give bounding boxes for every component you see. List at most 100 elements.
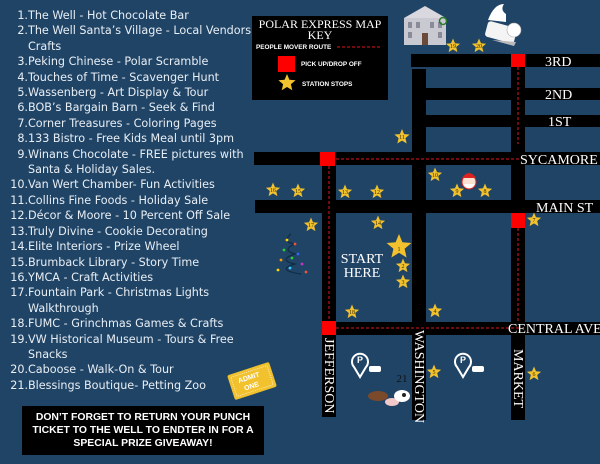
svg-text:P: P: [460, 355, 466, 365]
station-star-19[interactable]: 19: [445, 38, 461, 53]
station-star-number: 9: [456, 189, 459, 195]
star-icon: [477, 183, 493, 198]
station-list-item: 3.Peking Chinese - Polar Scramble: [0, 54, 262, 69]
station-description: Truly Divine - Cookie Decorating: [28, 224, 208, 238]
station-star-number: 2: [402, 264, 405, 270]
station-star-number: 10: [432, 173, 438, 179]
station-description: Elite Interiors - Prize Wheel: [28, 240, 180, 254]
station-number: 7.: [17, 116, 28, 130]
station-star-15[interactable]: 15: [290, 183, 306, 198]
star-icon: [426, 364, 442, 379]
star-icon: [337, 184, 353, 199]
station-star-16[interactable]: 16: [265, 182, 281, 197]
station-21-label: 21: [397, 373, 408, 385]
star-icon: [445, 38, 461, 53]
pickup-market-3rd[interactable]: [511, 54, 525, 67]
label-main: MAIN ST: [536, 201, 594, 216]
station-list-item: 19.VW Historical Museum - Tours & Free S…: [0, 332, 262, 363]
station-number: 4.: [17, 70, 28, 84]
station-list-item: 6.BOB’s Bargain Barn - Seek & Find: [0, 100, 262, 115]
station-star-number: 19: [450, 44, 456, 50]
pickup-legend-icon: [278, 56, 295, 72]
station-star-11[interactable]: 11: [394, 129, 410, 144]
station-star-number: 7: [533, 218, 536, 224]
station-star-10[interactable]: 10: [427, 167, 443, 182]
station-number: 13.: [10, 224, 28, 238]
station-list-item: 5.Wassenberg - Art Display & Tour: [0, 85, 262, 100]
key-route-label: PEOPLE MOVER ROUTE: [256, 44, 332, 51]
station-star-number: 16: [270, 188, 276, 194]
ticket-line2: ONE: [244, 381, 261, 392]
star-icon: [369, 184, 385, 199]
station-list-item: 1.The Well - Hot Chocolate Bar: [0, 8, 262, 23]
petting-zoo-animals-icon: [368, 390, 410, 406]
station-star-number: 17: [308, 223, 314, 229]
station-star-number: 8: [484, 189, 487, 195]
star-icon: [290, 183, 306, 198]
station-star-2[interactable]: 2: [395, 258, 411, 273]
station-description: Collins Fine Foods - Holiday Sale: [28, 193, 209, 207]
station-number: 16.: [10, 270, 28, 284]
station-star-4[interactable]: 4: [427, 303, 443, 318]
station-star-9[interactable]: 9: [449, 183, 465, 198]
station-star-18[interactable]: 18: [344, 304, 360, 319]
station-list-item: 16.YMCA - Craft Activities: [0, 270, 262, 285]
map-key: POLAR EXPRESS MAP KEY PEOPLE MOVER ROUTE…: [252, 16, 388, 100]
station-description: Décor & Moore - 10 Percent Off Sale: [28, 209, 231, 223]
station-number: 14.: [10, 240, 28, 254]
station-star-number: 15: [295, 189, 301, 195]
station-star-1[interactable]: 1: [386, 234, 412, 258]
star-icon: [265, 182, 281, 197]
station-number: 15.: [10, 255, 28, 269]
star-legend-icon: [278, 74, 296, 91]
station-list-item: 9.Winans Chocolate - FREE pictures with …: [0, 147, 262, 178]
star-icon: [449, 183, 465, 198]
key-pickup-label: PICK UP/DROP OFF: [301, 61, 362, 68]
parking-icon-2: P: [454, 352, 484, 379]
station-number: 21.: [10, 378, 28, 392]
station-star-number: 1: [398, 247, 401, 253]
pickup-jefferson-central[interactable]: [322, 321, 336, 335]
station-star-17[interactable]: 17: [303, 217, 319, 232]
parking-icon-1: P: [351, 352, 381, 379]
station-list-item: 2.The Well Santa’s Village - Local Vendo…: [0, 23, 262, 54]
label-3rd: 3RD: [545, 55, 571, 70]
station-description: Winans Chocolate - FREE pictures with Sa…: [28, 147, 244, 177]
station-star-20[interactable]: 20: [471, 38, 487, 53]
station-description: Brumback Library - Story Time: [28, 255, 200, 269]
station-description: Touches of Time - Scavenger Hunt: [28, 70, 220, 84]
star-icon: [395, 274, 411, 289]
station-description: The Well - Hot Chocolate Bar: [28, 9, 189, 22]
street-washington: [412, 69, 426, 420]
pickup-jefferson-sycamore[interactable]: [320, 152, 335, 166]
station-description: Van Wert Chamber- Fun Activities: [28, 178, 215, 192]
star-icon: [303, 217, 319, 232]
station-star-3[interactable]: 3: [395, 274, 411, 289]
station-list-item: 20.Caboose - Walk-On & Tour: [0, 362, 262, 377]
station-list-item: 4.Touches of Time - Scavenger Hunt: [0, 70, 262, 85]
christmas-tree-icon: [276, 233, 308, 275]
station-list-item: 8.133 Bistro - Free Kids Meal until 3pm: [0, 131, 262, 146]
station-number: 3.: [17, 55, 28, 69]
star-icon: [386, 234, 412, 258]
station-star-number: 4: [434, 309, 437, 315]
pickup-market-main[interactable]: [511, 213, 525, 228]
station-description: BOB’s Bargain Barn - Seek & Find: [28, 101, 215, 115]
station-number: 18.: [10, 317, 28, 331]
station-number: 8.: [17, 132, 28, 146]
station-star-12[interactable]: 12: [369, 184, 385, 199]
station-star-7[interactable]: 7: [526, 212, 542, 227]
station-description: The Well Santa’s Village - Local Vendors…: [28, 24, 255, 53]
svg-text:P: P: [357, 355, 363, 365]
station-number: 12.: [10, 209, 28, 223]
station-star-6[interactable]: 6: [526, 366, 542, 381]
station-star-5[interactable]: 5: [426, 364, 442, 379]
station-star-14[interactable]: 14: [370, 215, 386, 230]
station-star-13[interactable]: 13: [337, 184, 353, 199]
start-here-line2: HERE: [344, 266, 381, 281]
station-number: 20.: [10, 363, 28, 377]
station-number: 19.: [10, 332, 28, 346]
station-star-8[interactable]: 8: [477, 183, 493, 198]
station-star-number: 20: [476, 44, 482, 50]
